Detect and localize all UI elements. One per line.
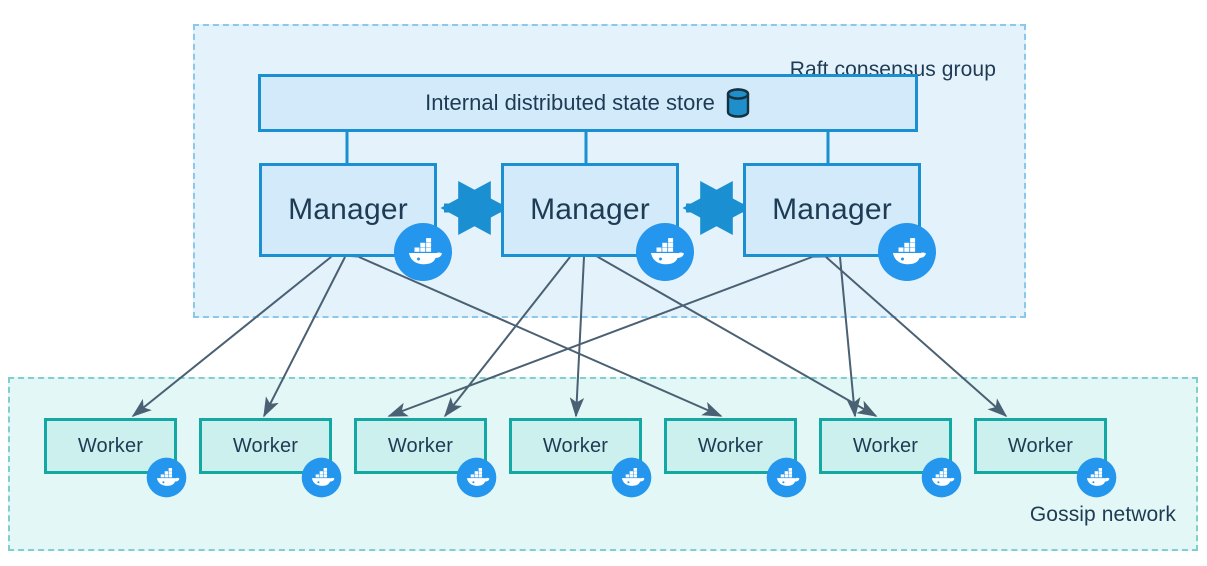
database-cylinder-icon bbox=[725, 87, 751, 119]
worker-label-3: Worker bbox=[387, 434, 454, 457]
worker-label-7: Worker bbox=[1007, 434, 1074, 457]
manager-node-2[interactable]: Manager bbox=[501, 163, 679, 257]
worker-label-1: Worker bbox=[77, 434, 144, 457]
worker-node-6[interactable]: Worker bbox=[819, 418, 952, 474]
store-to-manager-connectors bbox=[345, 132, 830, 163]
worker-node-2[interactable]: Worker bbox=[199, 418, 332, 474]
worker-node-1[interactable]: Worker bbox=[44, 418, 177, 474]
gossip-network-label: Gossip network bbox=[1029, 503, 1176, 526]
worker-node-7[interactable]: Worker bbox=[974, 418, 1107, 474]
manager-node-1[interactable]: Manager bbox=[259, 163, 437, 257]
internal-state-store-label: Internal distributed state store bbox=[425, 90, 715, 115]
worker-label-4: Worker bbox=[542, 434, 609, 457]
manager-label-3: Manager bbox=[772, 193, 892, 226]
worker-node-5[interactable]: Worker bbox=[664, 418, 797, 474]
manager-label-2: Manager bbox=[530, 193, 650, 226]
worker-label-2: Worker bbox=[232, 434, 299, 457]
worker-label-5: Worker bbox=[697, 434, 764, 457]
worker-node-4[interactable]: Worker bbox=[509, 418, 642, 474]
manager-worker-arrows bbox=[131, 237, 1008, 418]
manager-node-3[interactable]: Manager bbox=[743, 163, 921, 257]
internal-state-store-box[interactable]: Internal distributed state store bbox=[258, 74, 918, 132]
manager-label-1: Manager bbox=[288, 193, 408, 226]
worker-label-6: Worker bbox=[852, 434, 919, 457]
worker-node-3[interactable]: Worker bbox=[354, 418, 487, 474]
